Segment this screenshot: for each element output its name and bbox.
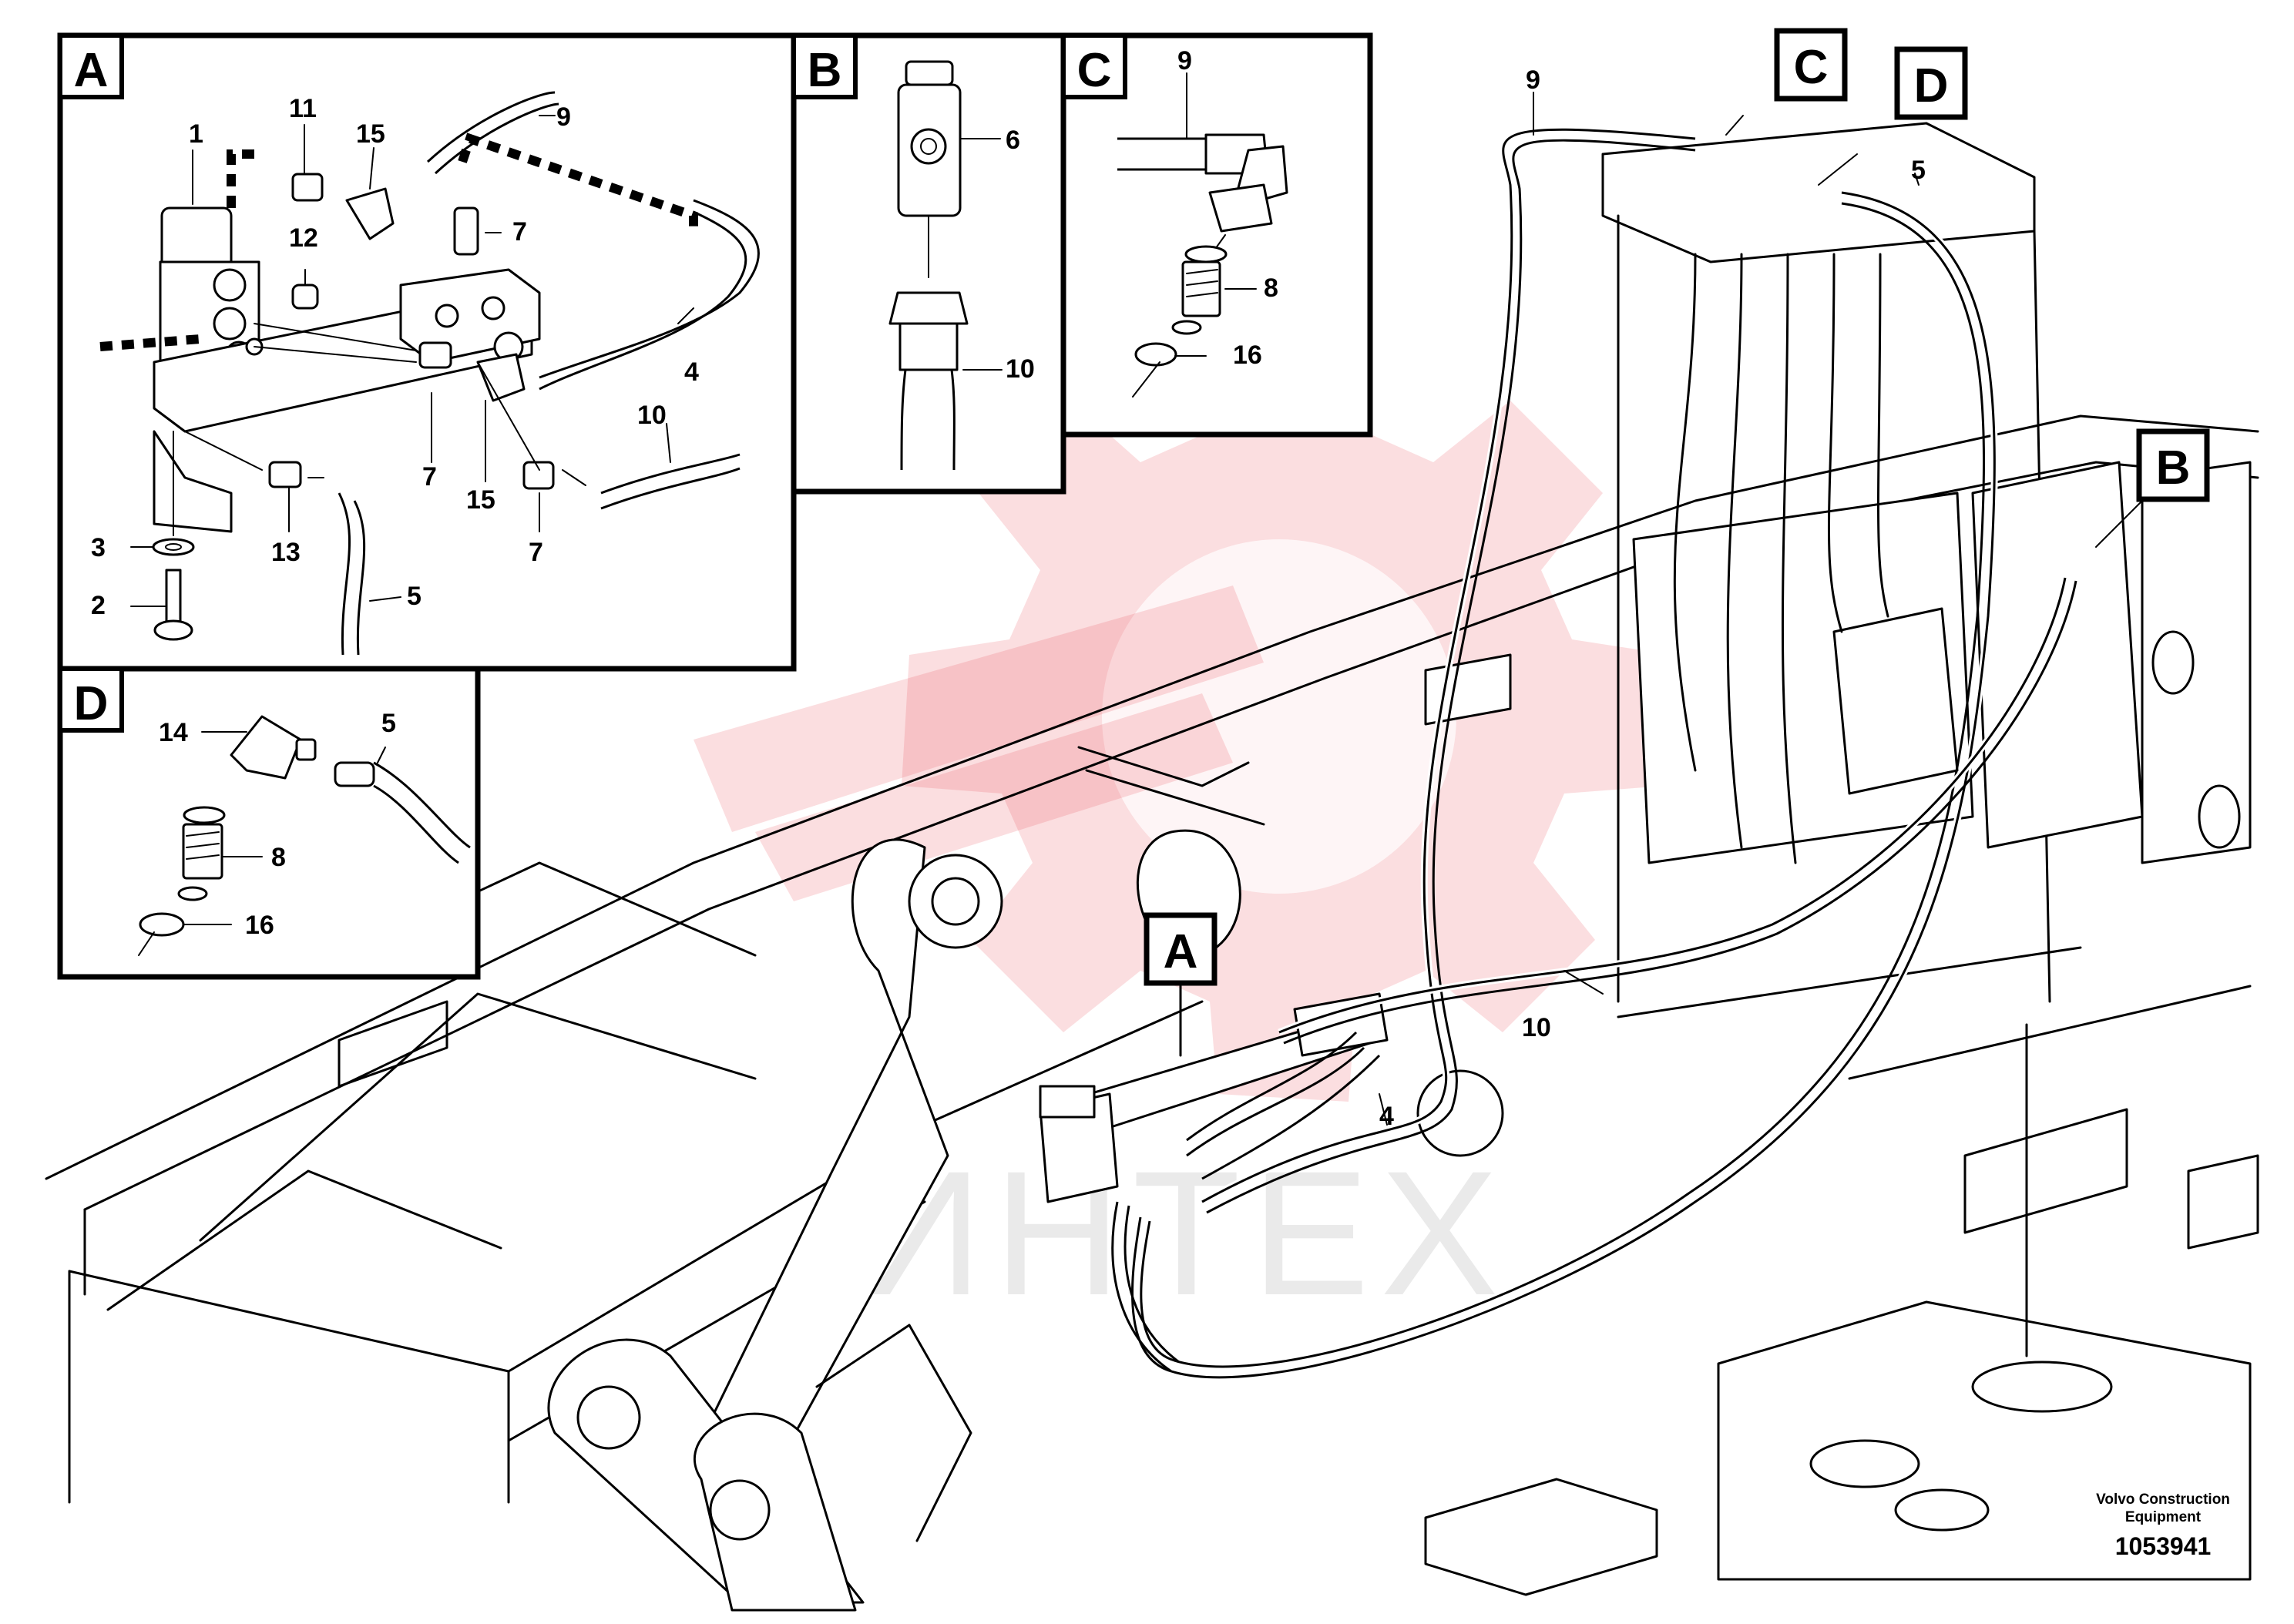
credit-line-2: Equipment [2125, 1509, 2202, 1525]
inset-letter: B [808, 44, 842, 97]
callout-label: 4 [1379, 1102, 1394, 1131]
callout-label: 9 [1526, 65, 1540, 95]
inset-panel-B: B 6 10 [791, 32, 1066, 495]
inset-letter: C [1077, 44, 1112, 97]
callout-label: 5 [381, 709, 396, 738]
callout-label: 15 [356, 119, 385, 149]
hose-end-10 [888, 291, 969, 471]
callout-label: 13 [271, 538, 301, 567]
callout-label: 1 [189, 119, 203, 149]
callout-label: 11 [289, 94, 317, 123]
callout-label: 10 [1006, 354, 1035, 384]
svg-text:D: D [1914, 59, 1949, 112]
section-tag-B[interactable]: B [2136, 428, 2210, 502]
hose-10 [600, 453, 741, 510]
adapter-8 [177, 806, 226, 901]
callout-label: 8 [1264, 273, 1278, 303]
callout-label: 2 [91, 591, 106, 620]
inset-panel-C: C 9 8 16 [1060, 32, 1373, 438]
callout-label: 12 [289, 223, 318, 253]
inset-panel-A: A [57, 32, 797, 672]
elbow-15 [345, 187, 395, 240]
inset-letter: D [74, 677, 109, 730]
nut-16 [138, 912, 185, 956]
callout-label: 10 [637, 401, 667, 430]
washer-3 [152, 538, 195, 556]
bolt-2 [153, 569, 193, 641]
hose-9 [426, 91, 559, 175]
callout-label: 3 [91, 533, 106, 562]
main-callouts: 9 5 10 4 [1379, 65, 1926, 1131]
svg-text:C: C [1794, 41, 1829, 94]
callout-label: 9 [556, 102, 571, 132]
inset-panel-D: D 14 5 8 16 [57, 666, 481, 980]
adapter-8 [1171, 245, 1228, 335]
credit-block: Volvo Construction Equipment 1053941 [2096, 1491, 2230, 1560]
callout-label: 7 [512, 217, 527, 247]
plug-12 [291, 284, 319, 310]
section-tag-A[interactable]: A [1144, 912, 1218, 986]
callout-label: 5 [1911, 156, 1926, 185]
callout-label: 16 [1233, 341, 1262, 370]
callout-label: 9 [1177, 46, 1192, 75]
inset-letter: A [74, 44, 109, 97]
section-tag-D[interactable]: D [1894, 46, 1968, 120]
fitting-7-lower [418, 341, 452, 369]
callout-label: 8 [271, 843, 286, 872]
fitting-7-right [522, 461, 555, 490]
callout-label: 10 [1522, 1013, 1551, 1042]
elbow-15-lower [476, 353, 526, 402]
callout-label: 16 [245, 911, 274, 940]
callout-label: 7 [529, 538, 543, 567]
svg-text:B: B [2156, 441, 2191, 495]
main-assembly-drawing [45, 92, 2259, 1612]
callout-label: 14 [159, 718, 188, 747]
credit-line-1: Volvo Construction [2096, 1491, 2230, 1508]
elbow-fitting [1208, 145, 1288, 233]
callout-label: 7 [422, 462, 437, 492]
hose-4 [539, 199, 760, 391]
fitting-11 [291, 173, 324, 202]
callout-label: 5 [407, 582, 422, 611]
tee-fitting-6 [897, 60, 962, 217]
nut-16 [1132, 342, 1177, 398]
elbow-14 [230, 715, 317, 780]
section-tag-C[interactable]: C [1774, 28, 1848, 102]
callout-label: 15 [466, 485, 495, 515]
fitting-13 [268, 461, 302, 488]
hose-5 [338, 492, 366, 656]
document-number: 1053941 [2115, 1532, 2212, 1560]
callout-label: 4 [684, 357, 699, 387]
svg-text:A: A [1164, 925, 1198, 978]
callout-label: 6 [1006, 126, 1020, 155]
hose-5 [334, 761, 471, 864]
watermark-text: ИНТЕХ [855, 1134, 1510, 1332]
adapter-7 [453, 206, 479, 256]
